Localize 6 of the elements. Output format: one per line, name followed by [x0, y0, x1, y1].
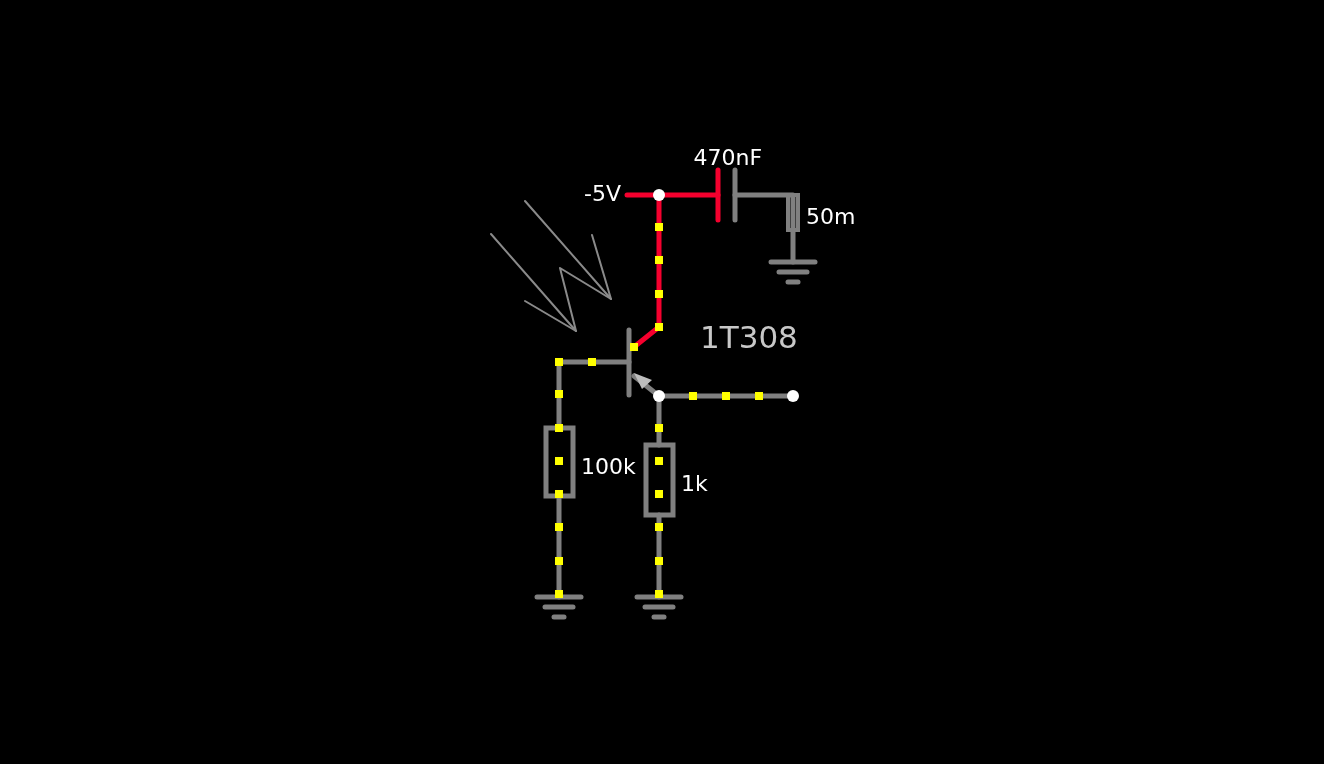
resistance-label: 1k [681, 471, 708, 497]
part-number-label: 1T308 [700, 319, 798, 355]
resistance-label: 50m [806, 204, 856, 230]
voltage-label: -5V [584, 181, 621, 207]
resistance-label: 100k [581, 454, 636, 480]
capacitance-label: 470nF [693, 145, 763, 171]
